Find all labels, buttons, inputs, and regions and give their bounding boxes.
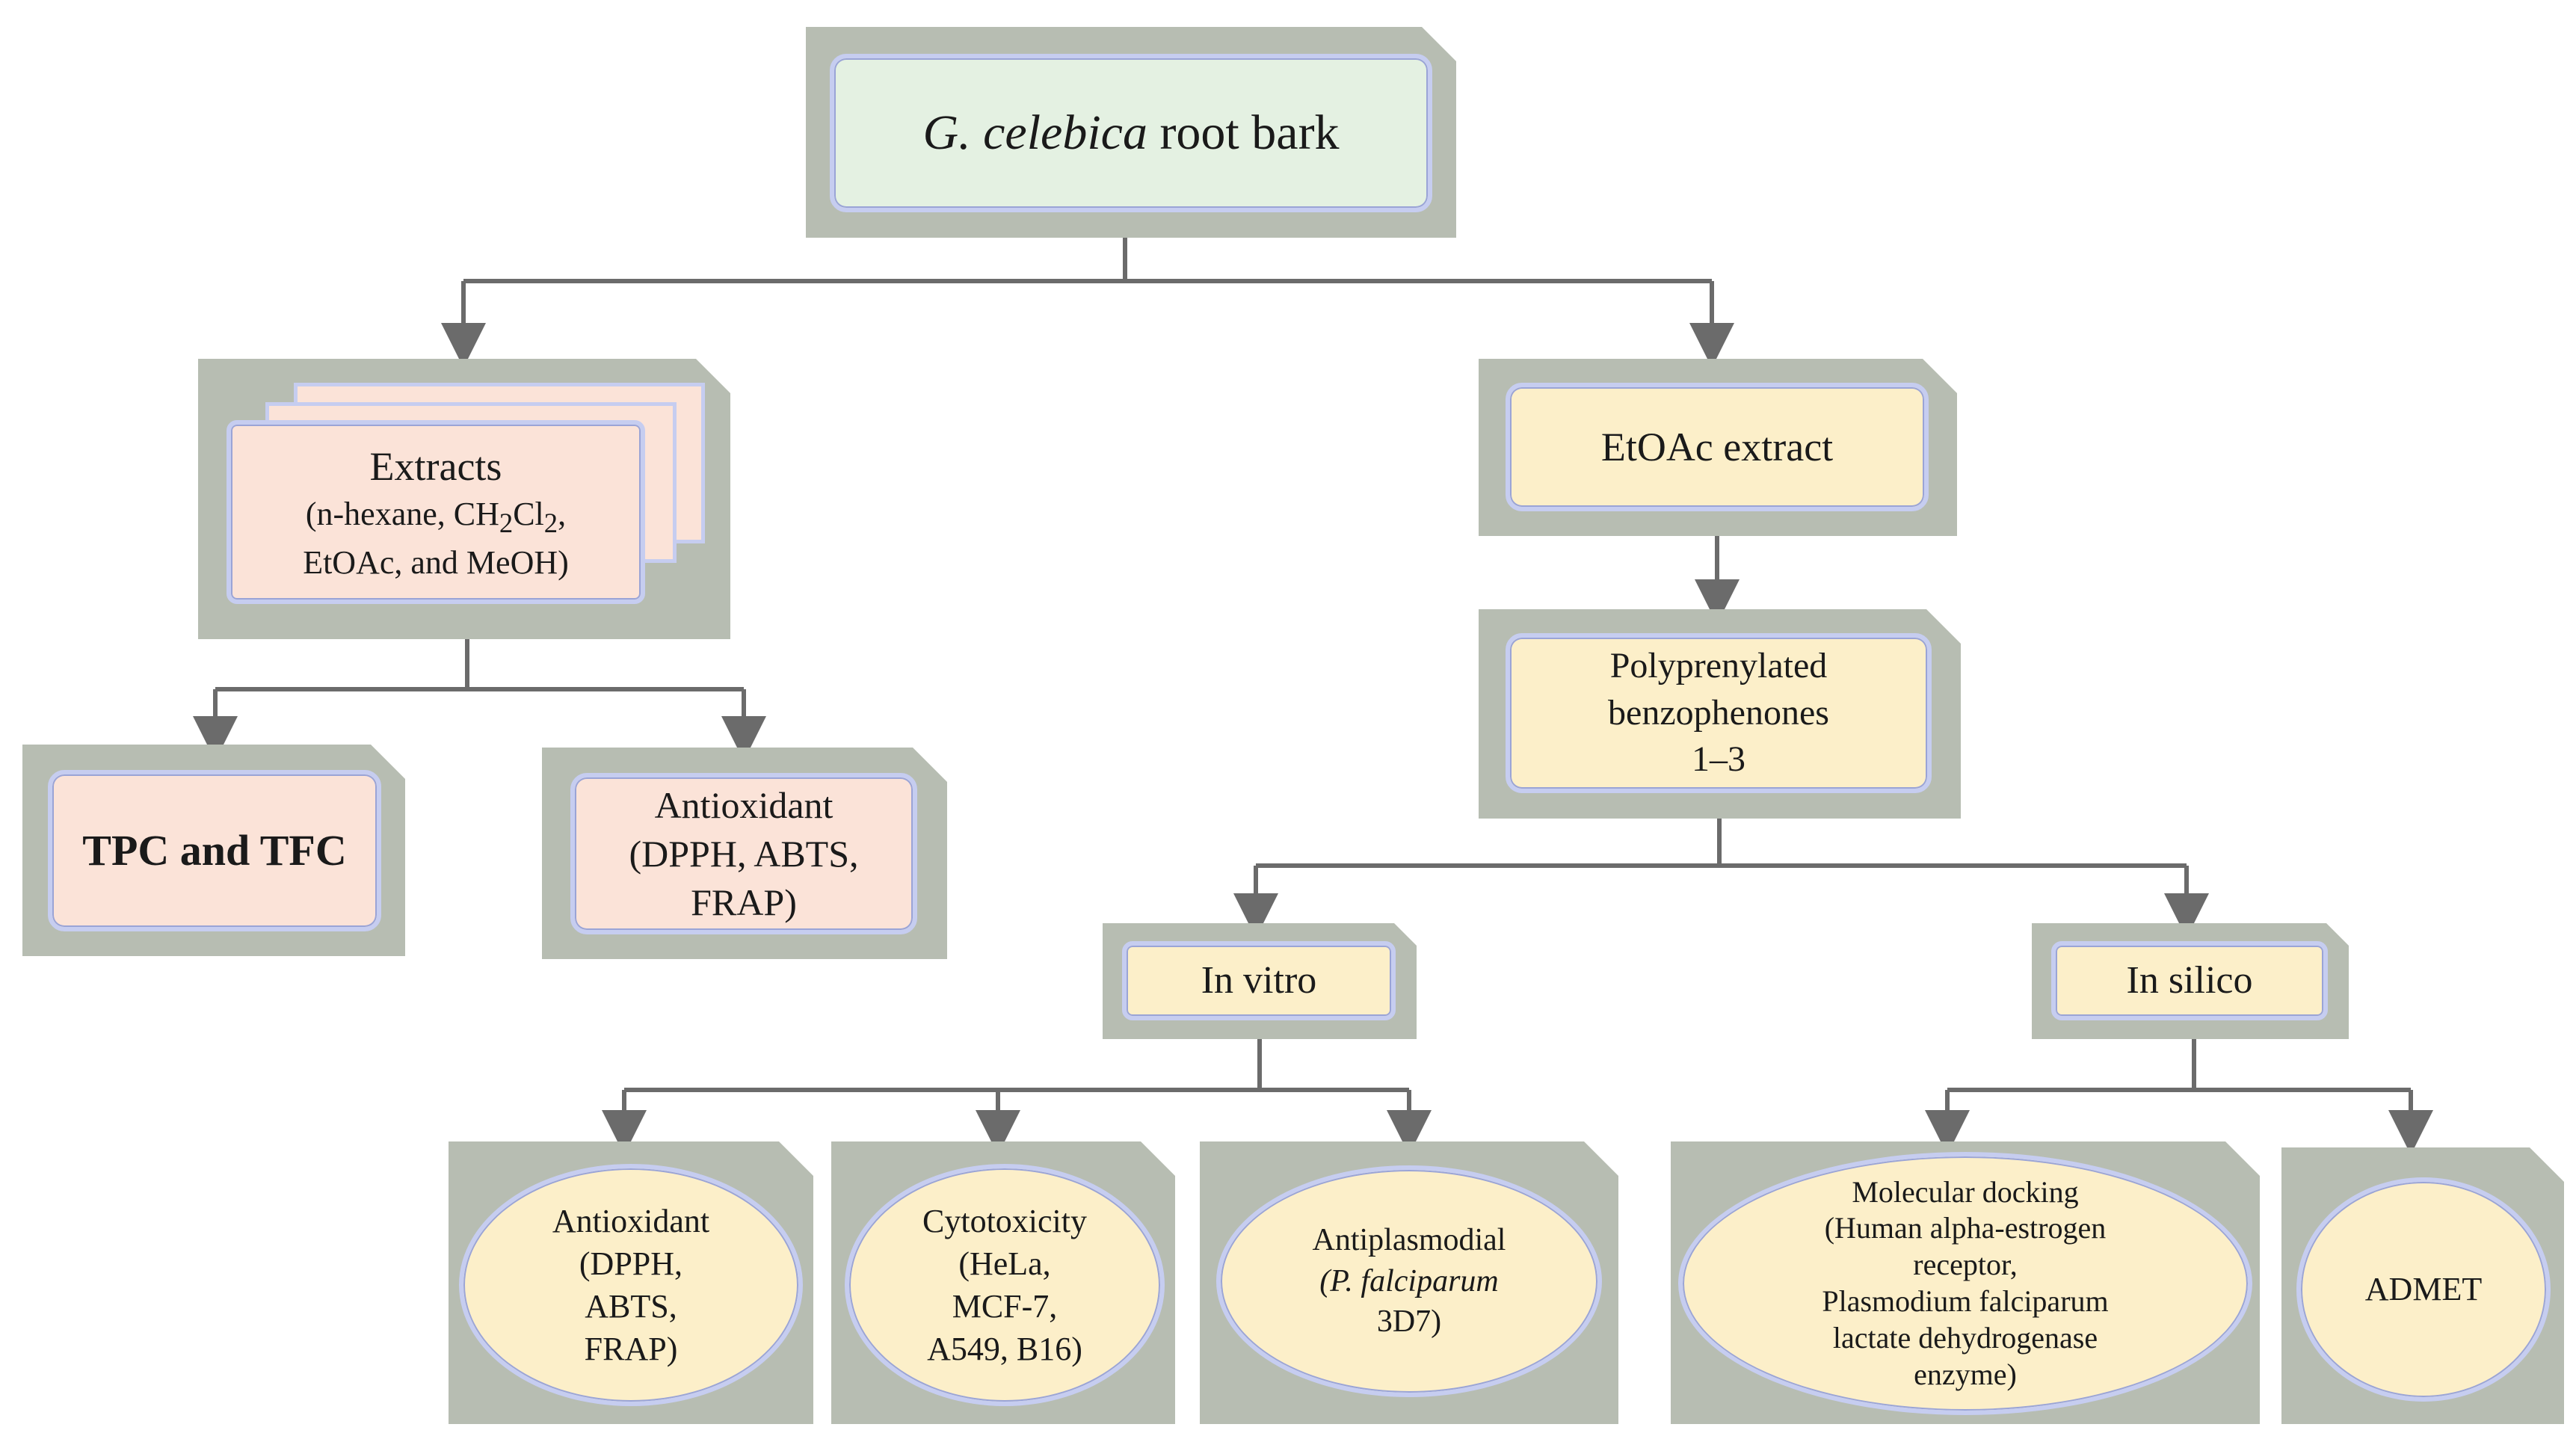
- polyprenylated-line2: benzophenones: [1608, 692, 1829, 733]
- docking-line4: Plasmodium falciparum: [1822, 1284, 2109, 1318]
- in-vitro-label: In vitro: [1201, 959, 1317, 1002]
- extracts-sub1: 2: [499, 508, 514, 539]
- tpc-tfc-node: TPC and TFC: [22, 745, 405, 956]
- cytotoxicity-line3: MCF-7,: [952, 1288, 1058, 1325]
- admet-label: ADMET: [2364, 1271, 2483, 1308]
- extracts-node: Extracts (n-hexane, CH2Cl2, EtOAc, and M…: [198, 359, 730, 639]
- antioxidant-left-line1: Antioxidant: [654, 783, 833, 826]
- antiplasmodial-line2: (P. falciparum: [1319, 1263, 1499, 1298]
- tpc-tfc-label: TPC and TFC: [82, 826, 347, 875]
- root-node: G. celebica root bark: [806, 27, 1456, 238]
- extracts-comma: ,: [558, 496, 567, 533]
- antioxidant-bottom-line3: ABTS,: [585, 1288, 677, 1325]
- antiplasmodial-line3: 3D7): [1376, 1304, 1442, 1340]
- polyprenylated-line3: 1–3: [1692, 739, 1745, 780]
- admet-node: ADMET: [2281, 1147, 2564, 1424]
- extracts-line1-a: (n-hexane, CH: [305, 496, 499, 533]
- extracts-line1: (n-hexane, CH2Cl2,: [303, 493, 569, 540]
- cytotoxicity-node: Cytotoxicity (HeLa, MCF-7, A549, B16): [831, 1141, 1175, 1424]
- docking-node: Molecular docking (Human alpha-estrogen …: [1671, 1141, 2260, 1424]
- root-label-italic: G. celebica: [922, 105, 1147, 161]
- cytotoxicity-line1: Cytotoxicity: [922, 1202, 1087, 1239]
- in-silico-node: In silico: [2032, 923, 2349, 1039]
- antioxidant-bottom-line4: FRAP): [584, 1331, 678, 1368]
- polyprenylated-line1: Polyprenylated: [1609, 646, 1828, 686]
- in-vitro-node: In vitro: [1103, 923, 1417, 1039]
- docking-line2: (Human alpha-estrogen: [1824, 1211, 2107, 1245]
- antioxidant-left-line3: FRAP): [691, 881, 797, 923]
- docking-line6: enzyme): [1914, 1357, 2017, 1391]
- extracts-line2: EtOAc, and MeOH): [303, 543, 569, 581]
- antioxidant-bottom-line1: Antioxidant: [552, 1202, 710, 1239]
- polyprenylated-node: Polyprenylated benzophenones 1–3: [1479, 609, 1961, 819]
- antiplasmodial-line1: Antiplasmodial: [1312, 1223, 1506, 1258]
- docking-line1: Molecular docking: [1852, 1174, 2079, 1209]
- extracts-title: Extracts: [369, 444, 502, 490]
- antioxidant-bottom-line2: (DPPH,: [579, 1245, 683, 1282]
- extracts-line1-b: Cl: [513, 496, 544, 533]
- docking-line5: lactate dehydrogenase: [1832, 1320, 2098, 1355]
- antioxidant-left-line2: (DPPH, ABTS,: [629, 832, 859, 875]
- extracts-sub2: 2: [543, 508, 558, 539]
- etoac-node: EtOAc extract: [1479, 359, 1957, 536]
- in-silico-label: In silico: [2126, 959, 2253, 1002]
- cytotoxicity-line2: (HeLa,: [958, 1245, 1051, 1282]
- root-label-rest: root bark: [1147, 105, 1340, 161]
- antiplasmodial-node: Antiplasmodial (P. falciparum 3D7): [1200, 1141, 1618, 1424]
- root-label: G. celebica root bark: [922, 101, 1339, 165]
- etoac-label: EtOAc extract: [1600, 424, 1834, 469]
- antioxidant-bottom-node: Antioxidant (DPPH, ABTS, FRAP): [449, 1141, 813, 1424]
- docking-line3: receptor,: [1913, 1248, 2018, 1282]
- antioxidant-left-node: Antioxidant (DPPH, ABTS, FRAP): [542, 748, 947, 959]
- cytotoxicity-line4: A549, B16): [927, 1331, 1082, 1368]
